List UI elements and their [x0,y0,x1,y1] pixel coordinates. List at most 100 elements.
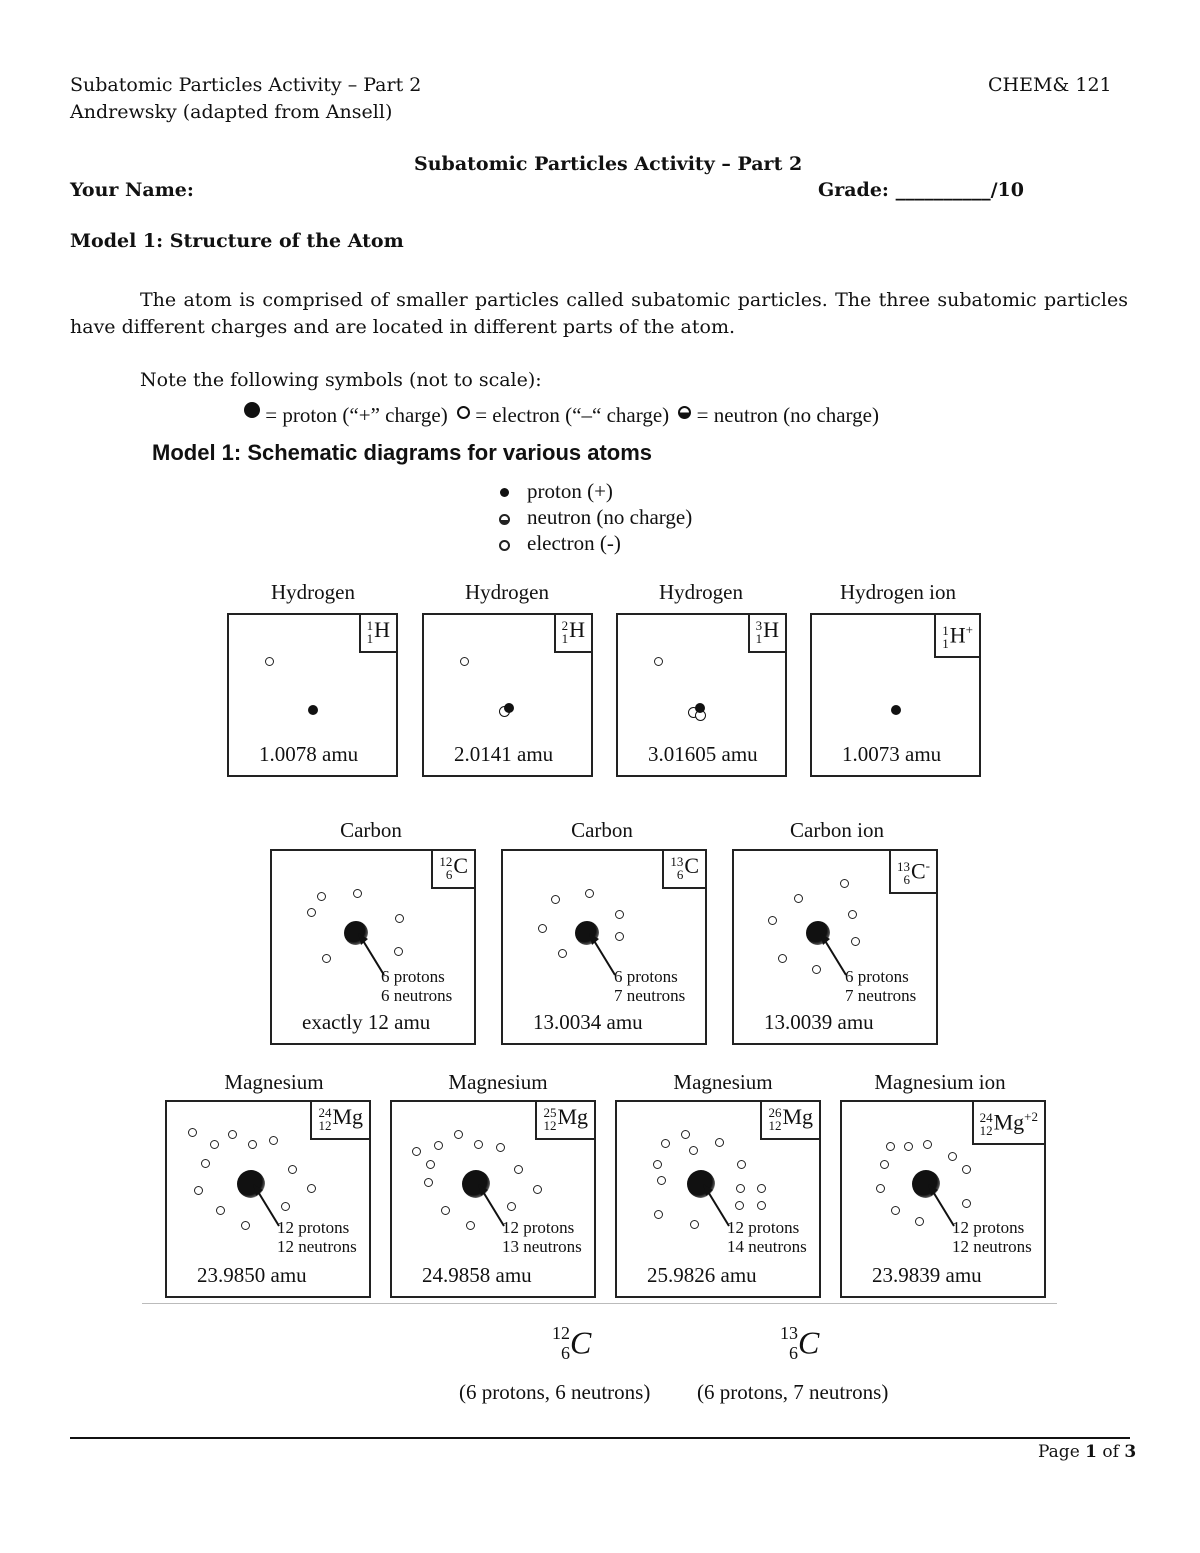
nucleus-icon [237,1170,265,1198]
electron-icon [654,1210,663,1219]
neutron-symbol-icon [678,406,692,419]
electron-icon [886,1142,895,1151]
mass-number: 13 [670,854,684,869]
atom-caption: Hydrogen [659,580,743,604]
model-heading: Model 1: Structure of the Atom [70,230,404,252]
page-word: Page [1038,1442,1080,1462]
atomic-number: 6 [903,872,910,888]
electron-icon [736,1184,745,1193]
atomic-number: 12 [768,1118,782,1133]
electron-icon [661,1139,670,1148]
isotope-desc-c12: (6 protons, 6 neutrons) [459,1380,651,1404]
header-course: CHEM& 121 [988,74,1112,96]
electron-icon [653,1160,662,1169]
electron-icon [880,1160,889,1169]
electron-icon [615,910,624,919]
electron-icon [840,879,849,888]
element-symbol: H [569,617,585,643]
electron-icon [307,1184,316,1193]
atomic-number: 6 [676,867,684,882]
electron-icon [915,1217,924,1226]
proton-symbol-icon [244,402,260,418]
atom-mass: 2.0141 amu [454,742,554,766]
mass-number: 24 [979,1110,993,1126]
electron-icon [923,1140,932,1149]
ion-charge: +2 [1024,1109,1038,1124]
symbol-legend: = proton (“+” charge) = electron (“–“ ch… [244,402,879,428]
atomic-number: 6 [445,867,453,882]
electron-icon [434,1141,443,1150]
electron-icon [689,1146,698,1155]
figure-legend-neutron: neutron (no charge) [527,505,693,529]
document-title: Subatomic Particles Activity – Part 2 [414,153,803,175]
element-symbol: C [570,1324,592,1361]
electron-icon [962,1165,971,1174]
mass-number: 1 [366,618,374,633]
atom-caption: Magnesium ion [874,1070,1006,1094]
intro-paragraph: The atom is comprised of smaller particl… [70,289,1128,338]
element-symbol: C [453,853,468,879]
electron-icon [514,1165,523,1174]
grade-total: /10 [990,179,1024,201]
electron-icon [690,1220,699,1229]
atomic-number: 12 [318,1118,332,1133]
figure-heading: Model 1: Schematic diagrams for various … [152,440,653,465]
element-symbol: H [949,622,966,648]
electron-icon [281,1202,290,1211]
electron-icon [848,910,857,919]
electron-icon [241,1221,250,1230]
electron-icon [735,1201,744,1210]
nucleus-icon [462,1170,490,1198]
electron-icon [737,1160,746,1169]
electron-icon [288,1165,297,1174]
proton-icon [504,703,514,713]
electron-icon [269,1136,278,1145]
model-heading-text: : Structure of the Atom [156,230,404,252]
arrow-icon [589,933,616,976]
atom-caption: Carbon ion [790,818,884,842]
atomic-number: 1 [942,636,949,652]
total-pages: 3 [1124,1442,1137,1462]
protons-label: 12 protons [277,1218,350,1237]
element-symbol: C [910,858,926,884]
electron-icon [441,1206,450,1215]
electron-icon [228,1130,237,1139]
electron-icon [307,908,316,917]
neutrons-label: 13 neutrons [502,1237,582,1256]
neutrons-label: 12 neutrons [952,1237,1032,1256]
neutrons-label: 7 neutrons [845,986,917,1005]
electron-icon [216,1206,225,1215]
electron-icon [876,1184,885,1193]
legend-neutron: = neutron (no charge) [696,403,879,427]
atom-caption: Magnesium [224,1070,324,1094]
mass-number: 13 [780,1323,798,1343]
electron-icon [426,1160,435,1169]
electron-icon [248,1140,257,1149]
electron-icon [657,1176,666,1185]
nucleus-icon [912,1170,940,1198]
electron-icon [474,1140,483,1149]
atom-mass: 23.9839 amu [872,1263,982,1287]
atomic-number: 12 [543,1118,557,1133]
atom-caption: Hydrogen [465,580,549,604]
mass-number: 12 [439,854,453,869]
mass-number: 26 [768,1105,782,1120]
electron-icon [615,932,624,941]
grade-blank: __________ [895,179,991,201]
element-symbol: Mg [332,1104,363,1130]
